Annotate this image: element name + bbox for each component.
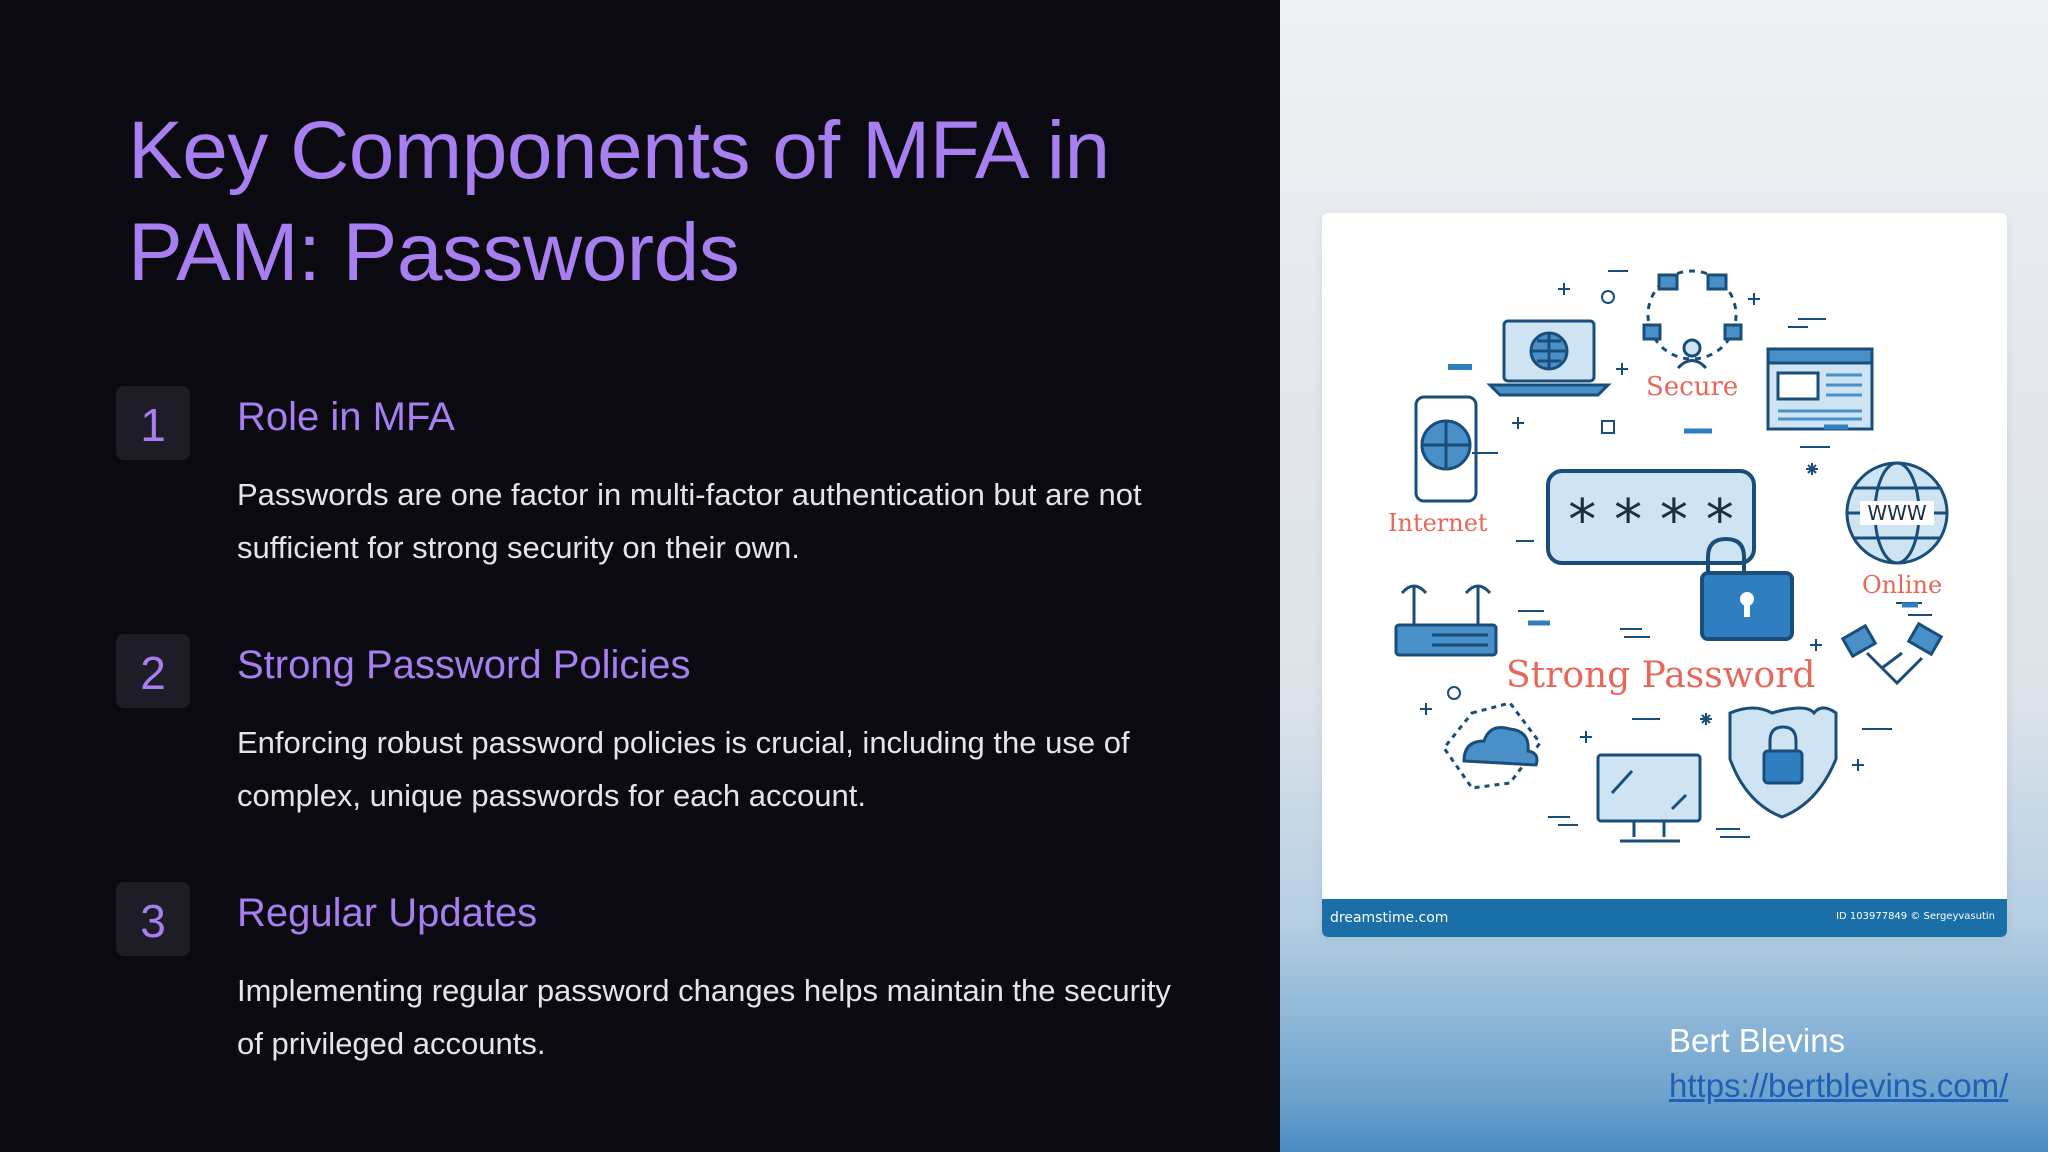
watermark-id-text: ID 103977849 © Sergeyvasutin [1836, 911, 1995, 922]
item-heading: Strong Password Policies [237, 643, 691, 687]
author-name: Bert Blevins [1669, 1022, 1846, 1059]
wifi-router-icon [1394, 584, 1498, 657]
user-network-icon [1642, 269, 1743, 370]
masked-password-text: * * * * [1568, 488, 1733, 553]
item-number-badge: 1 [116, 386, 190, 460]
item-heading: Regular Updates [237, 891, 538, 935]
online-label: Online [1862, 571, 1942, 599]
smartphone-globe-icon [1414, 395, 1478, 503]
www-globe-icon: WWW [1845, 461, 1949, 565]
internet-label: Internet [1388, 509, 1488, 537]
handshake-icon [1840, 621, 1944, 686]
item-number-badge: 3 [116, 882, 190, 956]
slide-title: Key Components of MFA in PAM: Passwords [128, 105, 1110, 298]
item-number-badge: 2 [116, 634, 190, 708]
shield-lock-icon [1728, 706, 1838, 819]
item-description: Enforcing robust password policies is cr… [237, 725, 1130, 813]
desktop-monitor-icon [1596, 753, 1702, 843]
strong-password-illustration: Secure Internet * * * * [1322, 213, 2007, 937]
strong-password-label: Strong Password [1506, 655, 1815, 696]
browser-window-icon [1766, 347, 1874, 431]
laptop-globe-icon [1486, 319, 1612, 397]
watermark-bar: dreamstime.com ID 103977849 © Sergeyvasu… [1322, 899, 2007, 937]
secure-label: Secure [1646, 372, 1738, 402]
slide-content-panel: Key Components of MFA in PAM: Passwords … [116, 105, 1171, 1061]
watermark-logo-text: dreamstime.com [1330, 910, 1449, 926]
cloud-network-icon [1442, 701, 1542, 790]
author-website-link[interactable]: https://bertblevins.com/ [1669, 1067, 2009, 1104]
item-description: Implementing regular password changes he… [237, 973, 1171, 1061]
item-description: Passwords are one factor in multi-factor… [237, 477, 1142, 565]
decorative-sparkles-icon [1420, 270, 1932, 838]
padlock-icon [1700, 536, 1794, 641]
www-text: WWW [1867, 501, 1927, 525]
item-heading: Role in MFA [237, 395, 455, 439]
password-field-icon: * * * * [1546, 469, 1756, 565]
